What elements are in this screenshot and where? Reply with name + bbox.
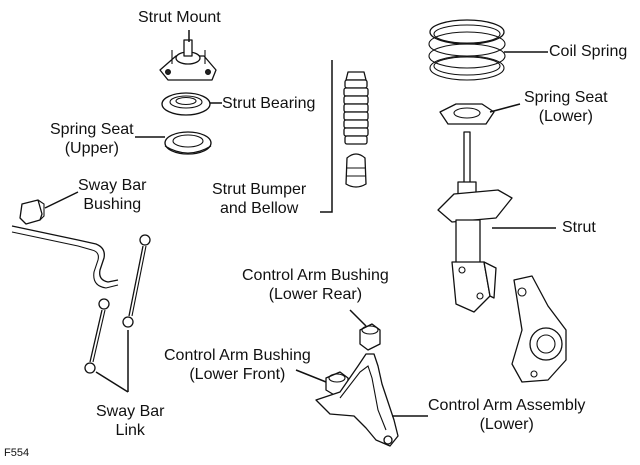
label-spring-seat-lower-line2: (Lower) <box>538 108 593 125</box>
spring-seat-lower-part <box>439 103 495 125</box>
label-control-arm-bushing-front-line1: Control Arm Bushing <box>164 347 311 364</box>
label-strut-mount: Strut Mount <box>138 8 221 27</box>
label-control-arm-bushing-front: Control Arm Bushing (Lower Front) <box>164 346 311 384</box>
label-sway-bar-bushing: Sway Bar Bushing <box>78 176 146 214</box>
label-strut-bearing: Strut Bearing <box>222 94 315 113</box>
label-control-arm-bushing-rear: Control Arm Bushing (Lower Rear) <box>242 266 389 304</box>
figure-code: F554 <box>4 447 30 459</box>
leader-lines <box>44 30 556 417</box>
strut-bearing-part <box>161 92 211 116</box>
label-strut-bumper: Strut Bumper and Bellow <box>212 180 306 218</box>
label-control-arm-assembly: Control Arm Assembly (Lower) <box>428 396 585 434</box>
label-control-arm-bushing-rear-line2: (Lower Rear) <box>268 286 363 303</box>
label-strut-bumper-line2: and Bellow <box>219 200 299 217</box>
steering-knuckle-part <box>511 275 567 383</box>
strut-mount-part <box>159 39 217 81</box>
label-control-arm-bushing-rear-line1: Control Arm Bushing <box>242 267 389 284</box>
strut-bumper-bracket <box>320 60 333 213</box>
label-spring-seat-upper-line2: (Upper) <box>64 140 119 157</box>
label-strut: Strut <box>562 218 596 237</box>
strut-part <box>437 131 513 313</box>
coil-spring-part <box>428 19 506 81</box>
label-sway-bar-bushing-line2: Bushing <box>83 196 142 213</box>
label-sway-bar-link-line1: Sway Bar <box>96 403 165 420</box>
label-strut-bearing-text: Strut Bearing <box>222 95 316 112</box>
sway-bar-bushing-part <box>19 199 45 225</box>
label-strut-text: Strut <box>562 219 596 236</box>
sway-bar-part <box>11 225 119 289</box>
label-spring-seat-upper: Spring Seat (Upper) <box>50 120 134 158</box>
strut-bellow-part <box>343 71 369 145</box>
spring-seat-upper-part <box>164 131 212 155</box>
label-control-arm-bushing-front-line2: (Lower Front) <box>189 366 286 383</box>
label-spring-seat-upper-line1: Spring Seat <box>50 121 134 138</box>
label-strut-bumper-line1: Strut Bumper <box>212 181 307 198</box>
control-arm-assembly-part <box>315 353 399 447</box>
label-control-arm-assembly-line1: Control Arm Assembly <box>428 397 586 414</box>
label-strut-mount-text: Strut Mount <box>138 9 221 26</box>
label-control-arm-assembly-line2: (Lower) <box>479 416 534 433</box>
label-coil-spring: Coil Spring <box>549 42 627 61</box>
sway-bar-link-part <box>84 234 151 374</box>
label-sway-bar-link: Sway Bar Link <box>96 402 164 440</box>
label-spring-seat-lower: Spring Seat (Lower) <box>524 88 608 126</box>
control-arm-bushing-rear-part <box>359 323 381 351</box>
label-sway-bar-link-line2: Link <box>115 422 145 439</box>
label-coil-spring-text: Coil Spring <box>549 43 628 60</box>
label-sway-bar-bushing-line1: Sway Bar <box>78 177 147 194</box>
label-spring-seat-lower-line1: Spring Seat <box>524 89 608 106</box>
strut-bumper-part <box>345 153 367 188</box>
